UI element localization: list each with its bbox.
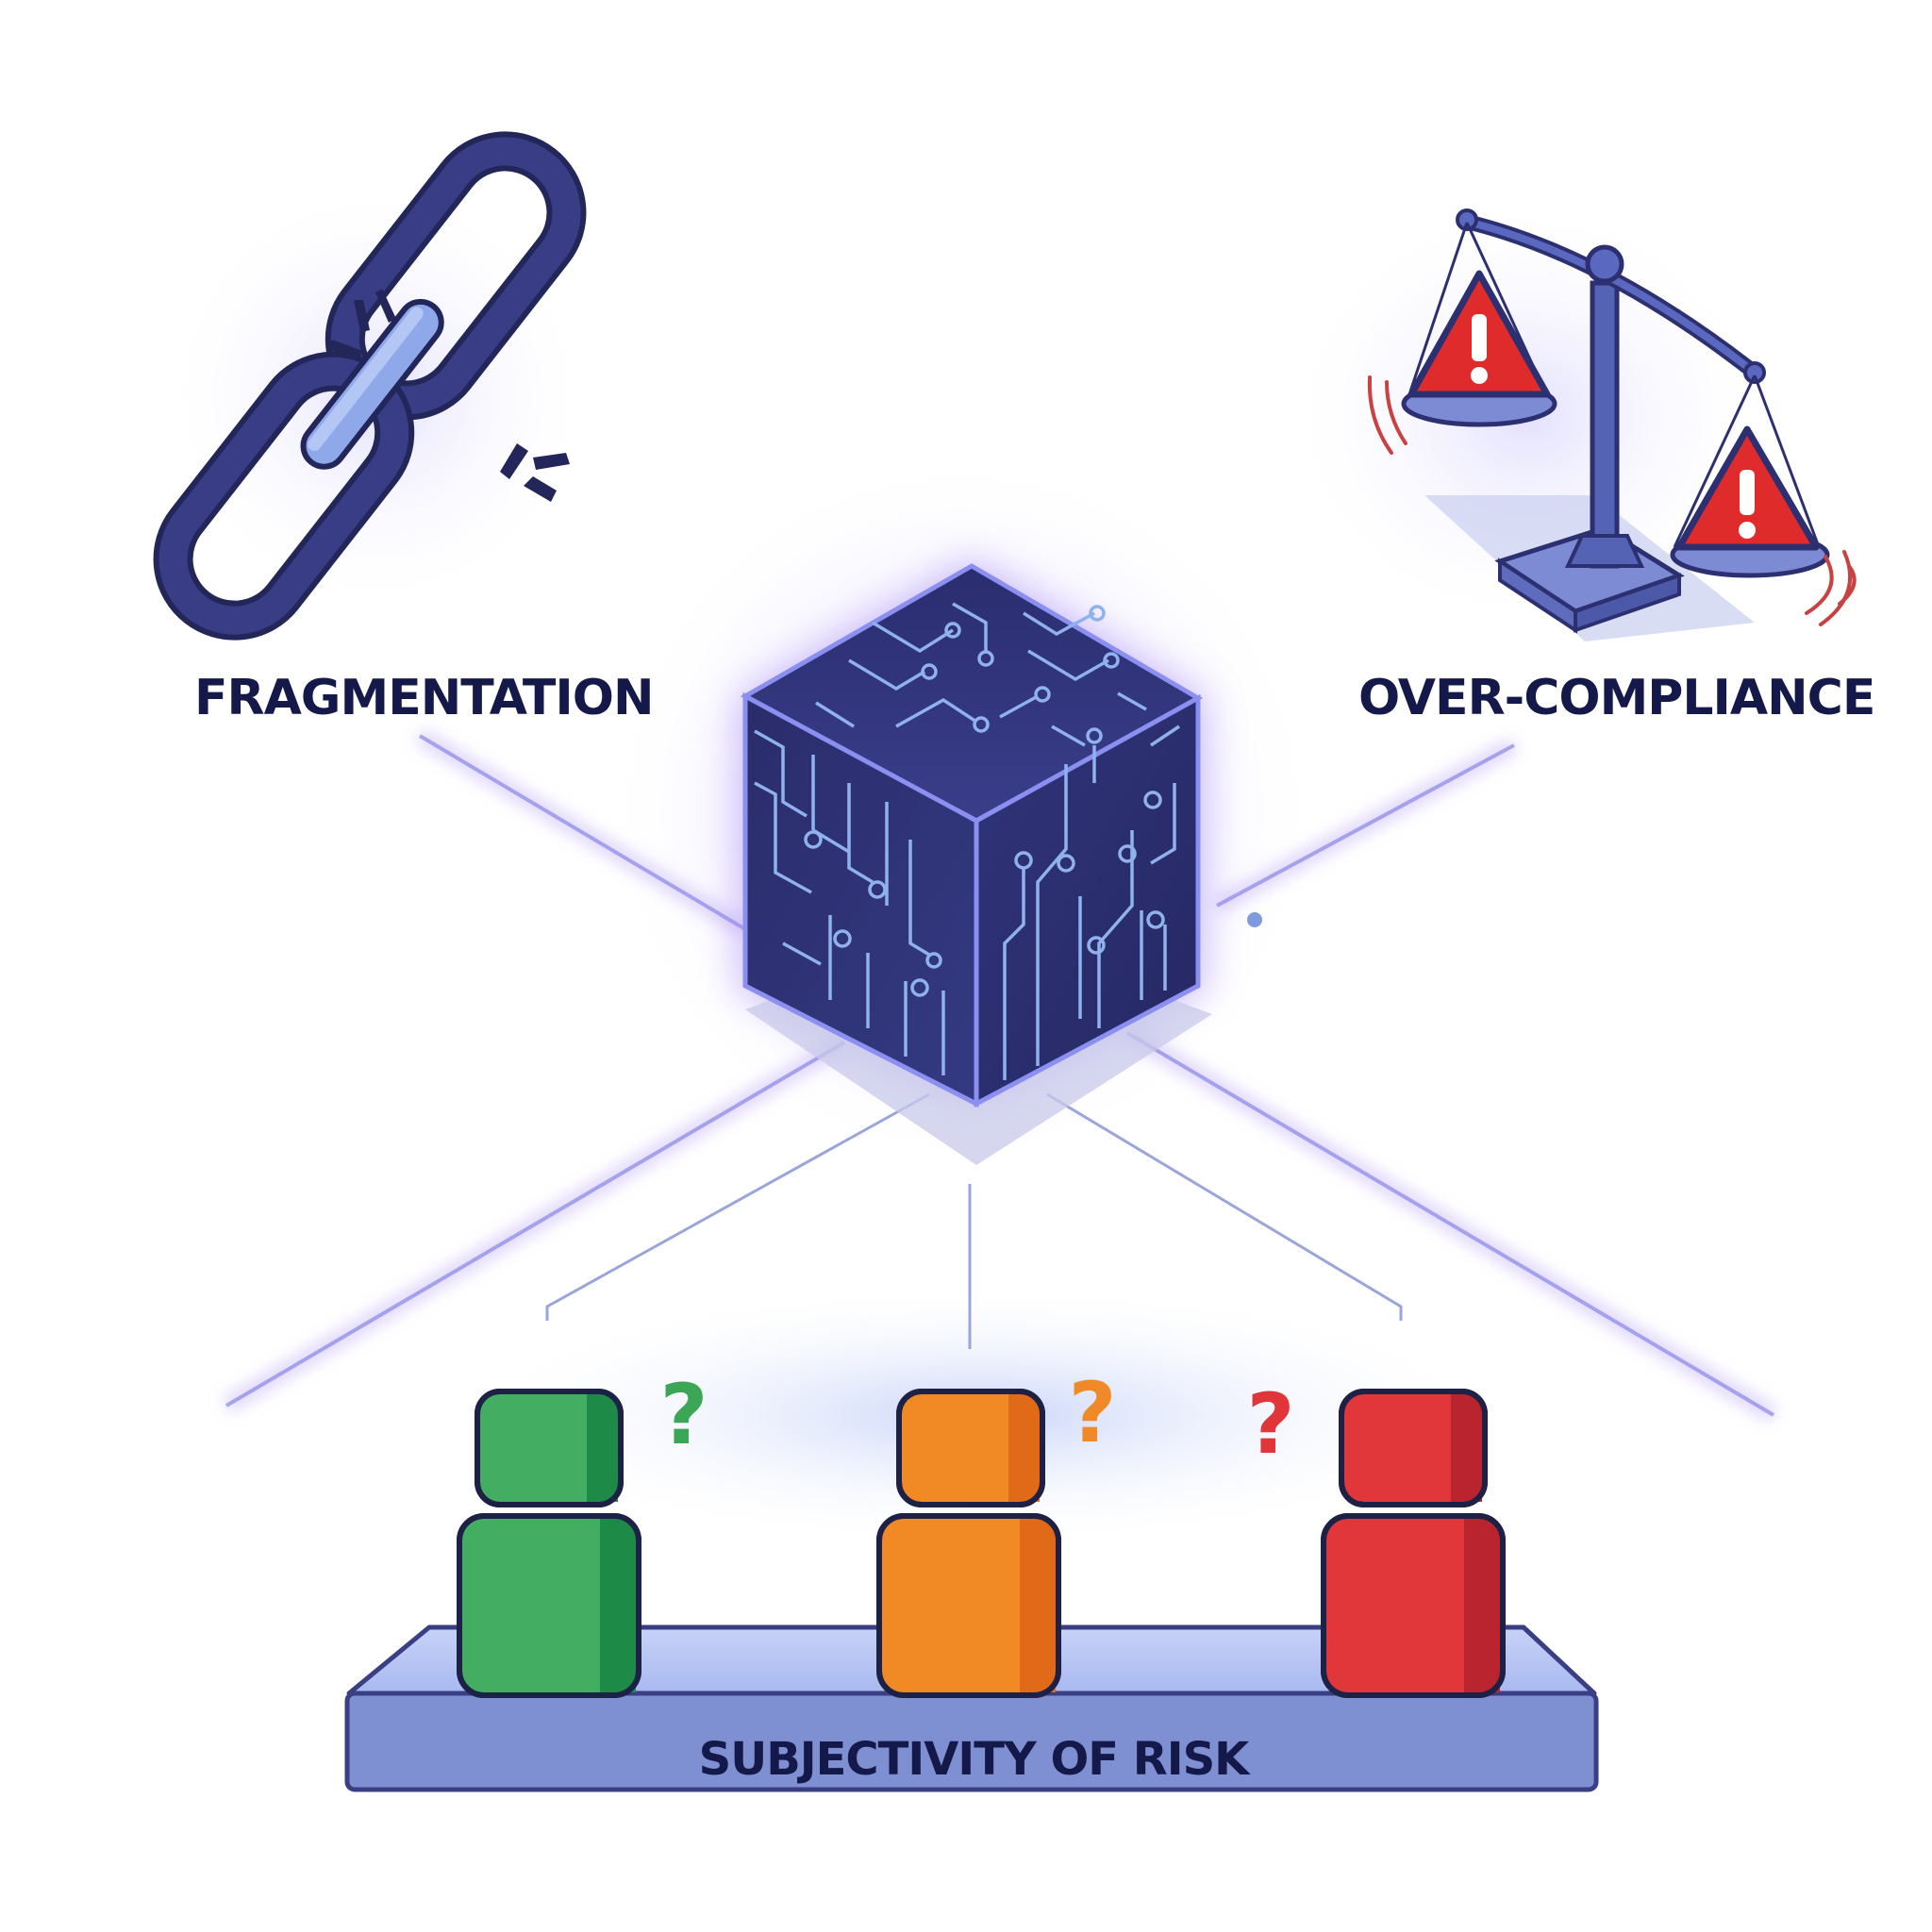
warning-icon [1675, 425, 1820, 551]
connector-dot [1247, 912, 1262, 927]
warning-icon [1407, 270, 1551, 398]
connector-green [545, 1092, 930, 1321]
fragmentation-label: FRAGMENTATION [194, 670, 654, 726]
connector-red [1046, 1092, 1403, 1321]
line-lower-right [1125, 1031, 1775, 1417]
question-mark-orange: ? [1068, 1364, 1116, 1461]
connection-lines [222, 728, 1778, 1423]
unbalanced-scale-icon [1367, 208, 1857, 641]
line-fragmentation [418, 734, 747, 931]
question-mark-red: ? [1246, 1375, 1294, 1473]
line-over-compliance [1216, 743, 1515, 908]
question-mark-green: ? [659, 1366, 708, 1463]
line-lower-left [225, 1041, 846, 1407]
broken-chain-icon [153, 131, 587, 641]
subjectivity-of-risk-label: SUBJECTIVITY OF RISK [698, 1733, 1250, 1786]
circuit-cube-icon [738, 558, 1212, 1165]
person-figure-red [1321, 1389, 1506, 1698]
person-figure-orange [876, 1389, 1061, 1698]
over-compliance-label: OVER-COMPLIANCE [1358, 670, 1875, 726]
person-figure-green [457, 1389, 641, 1698]
